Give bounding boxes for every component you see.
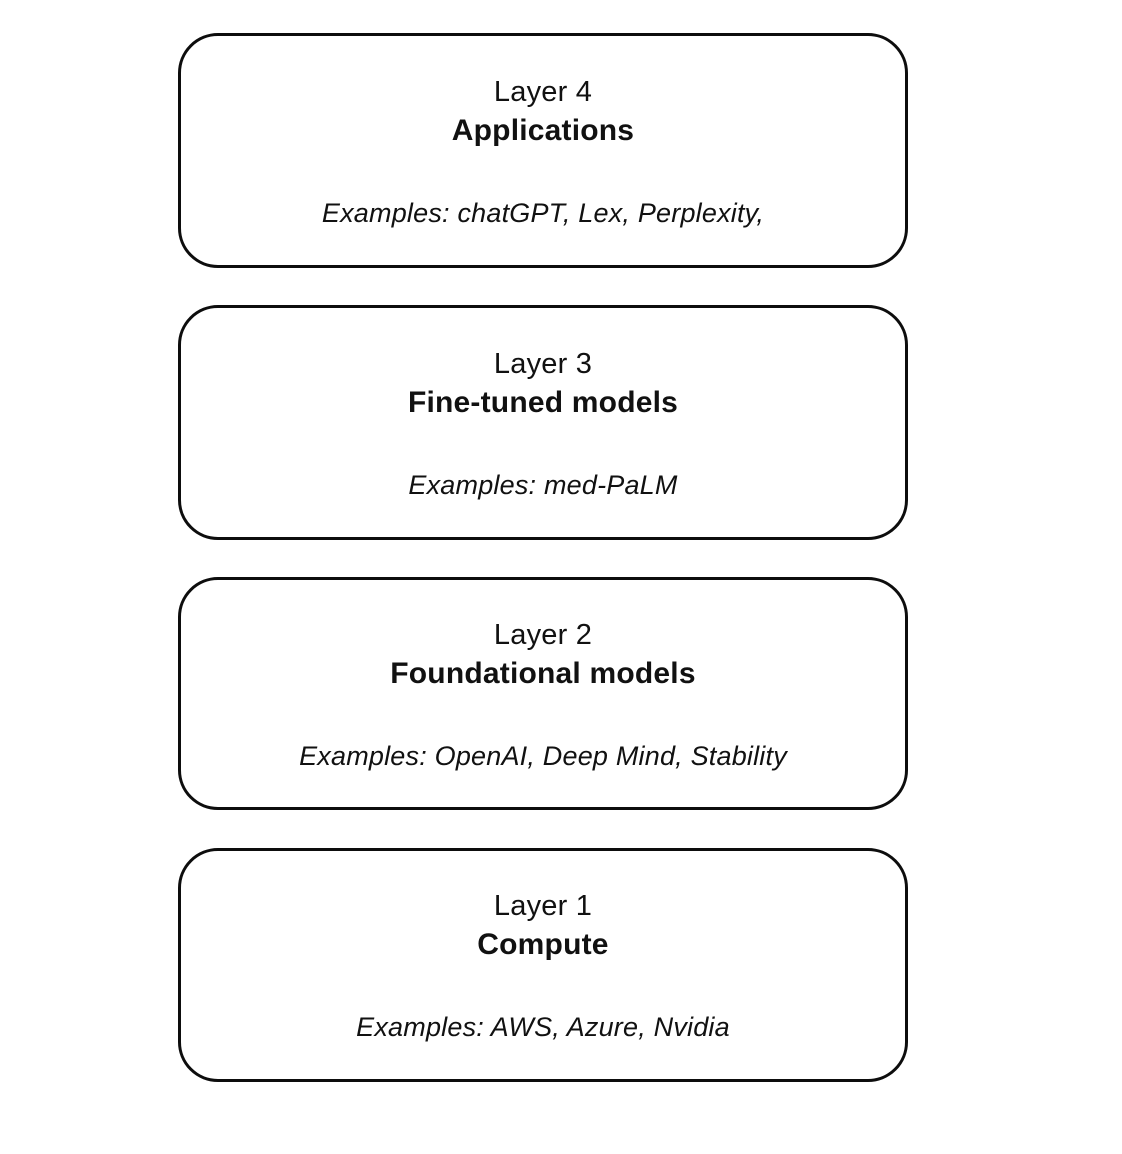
layer-number-label: Layer 1 — [493, 890, 593, 922]
layer-box-foundational-models: Layer 2 Foundational models Examples: Op… — [178, 577, 908, 810]
layer-box-applications: Layer 4 Applications Examples: chatGPT, … — [178, 33, 908, 268]
layer-examples: Examples: med-PaLM — [408, 469, 678, 500]
layer-examples: Examples: OpenAI, Deep Mind, Stability — [299, 740, 787, 771]
layer-number-label: Layer 3 — [493, 347, 593, 380]
layer-name: Foundational models — [390, 656, 696, 690]
layer-name: Applications — [451, 113, 635, 147]
layer-box-fine-tuned-models: Layer 3 Fine-tuned models Examples: med-… — [178, 305, 908, 540]
layer-box-compute: Layer 1 Compute Examples: AWS, Azure, Nv… — [178, 848, 908, 1082]
layer-examples: Examples: chatGPT, Lex, Perplexity, — [321, 197, 765, 228]
layer-number-label: Layer 2 — [493, 618, 593, 651]
layer-number-label: Layer 4 — [493, 75, 593, 108]
layer-examples: Examples: AWS, Azure, Nvidia — [356, 1012, 730, 1042]
layer-name: Fine-tuned models — [407, 385, 679, 419]
layer-name: Compute — [477, 928, 609, 961]
